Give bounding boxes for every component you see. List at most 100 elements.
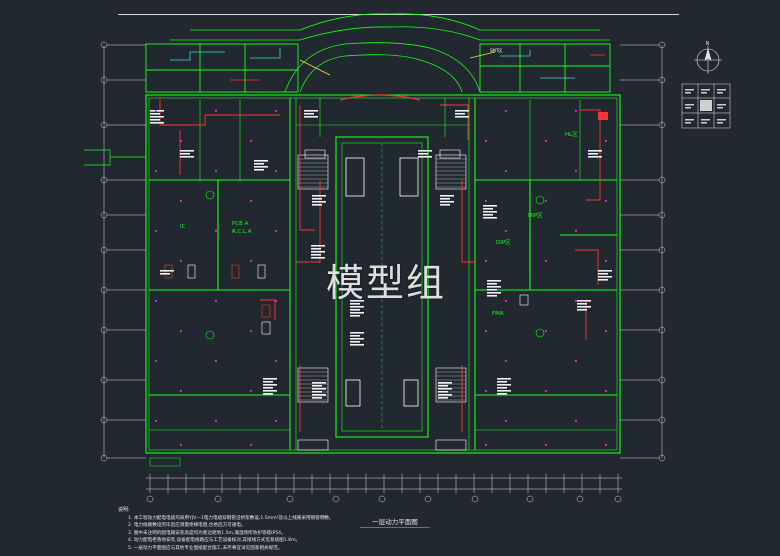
drawing-title: 一层动力平面图 — [360, 516, 430, 528]
room-label-dip2: DIP区 — [496, 239, 511, 246]
annotation-line — [487, 295, 497, 297]
key-plan-label — [701, 92, 707, 94]
key-plan-label — [701, 89, 710, 91]
annotation-line — [254, 160, 268, 162]
room-label-ic: IC — [180, 224, 186, 230]
outlet-marker — [155, 170, 157, 172]
outlet-marker — [155, 420, 157, 422]
axis-bubble — [576, 495, 584, 503]
annotation-line — [418, 153, 428, 155]
outlet-marker — [180, 330, 182, 332]
annotation-line — [487, 292, 501, 294]
note-item: 3. 图中未注明的配电箱安装高度均为底边距地1.5m,潮湿场所防护等级IP54。 — [128, 530, 286, 536]
stair-treads — [298, 158, 466, 401]
annotation-line — [418, 150, 432, 152]
annotation-line — [150, 113, 160, 115]
annotation-line — [455, 110, 469, 112]
outlet-marker — [545, 200, 547, 202]
outlet-marker — [250, 444, 252, 446]
outlet-marker — [545, 140, 547, 142]
key-plan-text — [685, 89, 726, 124]
annotation-line — [312, 388, 326, 390]
annotation-line — [438, 385, 448, 387]
north-label: N — [706, 41, 710, 47]
annotation-line — [577, 306, 591, 308]
annotation-line — [350, 344, 364, 346]
annotation-line — [160, 270, 174, 272]
annotation-line — [304, 113, 314, 115]
annotation-line — [438, 391, 448, 393]
outlet-marker — [180, 140, 182, 142]
annotation-line — [440, 204, 450, 206]
outlet-marker — [250, 200, 252, 202]
annotation-line — [312, 382, 326, 384]
outlet-marker — [180, 260, 182, 262]
annotation-line — [455, 113, 465, 115]
outlet-marker — [485, 200, 487, 202]
annotation-line — [483, 217, 497, 219]
outlet-marker — [505, 230, 507, 232]
outlet-marker — [155, 300, 157, 302]
annotation-line — [497, 384, 511, 386]
note-item: 1. 本工程动力配电电缆均采用YJV—1电力电缆穿钢管沿桥架敷设,1.5mm²及… — [128, 515, 334, 521]
notes-heading: 说明: — [118, 507, 130, 513]
annotation-line — [487, 289, 497, 291]
annotation-line — [350, 332, 364, 334]
key-plan-label — [717, 122, 723, 124]
annotation-line — [497, 393, 507, 395]
outlet-marker — [575, 300, 577, 302]
annotation-line — [350, 335, 360, 337]
outlet-marker — [505, 420, 507, 422]
annotation-line — [588, 156, 602, 158]
annotation-line — [254, 163, 264, 165]
annotation-line — [312, 201, 326, 203]
annotation-line — [350, 341, 360, 343]
annotation-line — [598, 276, 612, 278]
annotation-line — [497, 390, 511, 392]
central-hall-equipment — [345, 143, 419, 431]
watermark: 模型组 — [326, 261, 447, 305]
annotation-line — [487, 283, 497, 285]
axis-bubble — [424, 495, 432, 503]
outlet-marker — [605, 390, 607, 392]
annotation-line — [438, 388, 452, 390]
stair-cores — [297, 154, 467, 451]
annotation-line — [263, 381, 273, 383]
outlet-marker — [485, 330, 487, 332]
grid-axis-right — [620, 41, 666, 462]
outlet-marker — [275, 360, 277, 362]
outlet-marker — [215, 420, 217, 422]
outlet-marker — [215, 360, 217, 362]
room-label-pcb: PCB A — [232, 221, 249, 227]
outlet-marker — [215, 110, 217, 112]
key-plan-label — [701, 119, 710, 121]
outlet-marker — [215, 230, 217, 232]
annotation-line — [438, 397, 448, 399]
annotation-line — [483, 205, 497, 207]
key-plan-label — [717, 92, 723, 94]
annotation-line — [263, 390, 277, 392]
annotation-line — [311, 248, 321, 250]
annotation-line — [150, 122, 164, 124]
annotation-line — [440, 198, 450, 200]
outlet-marker — [485, 444, 487, 446]
annotation-line — [497, 387, 507, 389]
outlet-marker — [250, 330, 252, 332]
outlet-marker — [605, 260, 607, 262]
annotation-line — [150, 119, 160, 121]
axis-bubble — [286, 495, 294, 503]
annotation-line — [577, 309, 587, 311]
key-plan-label — [717, 89, 726, 91]
outlet-marker — [505, 170, 507, 172]
key-plan-label — [717, 104, 726, 106]
note-item: 4. 动力配电柜落地安装,设备配电线路应与工艺设备核对,其接线方式见系统图1.8… — [128, 538, 301, 544]
outlet-marker — [250, 260, 252, 262]
axis-bubble — [526, 495, 534, 503]
annotation-line — [487, 286, 501, 288]
outlet-marker — [275, 230, 277, 232]
outlet-marker — [215, 300, 217, 302]
note-item: 2. 电力线路敷设完毕后应测量绝缘电阻,合格后方可通电。 — [128, 523, 246, 529]
general-notes: 说明: 1. 本工程动力配电电缆均采用YJV—1电力电缆穿钢管沿桥架敷设,1.5… — [118, 507, 388, 553]
outlet-marker — [180, 200, 182, 202]
